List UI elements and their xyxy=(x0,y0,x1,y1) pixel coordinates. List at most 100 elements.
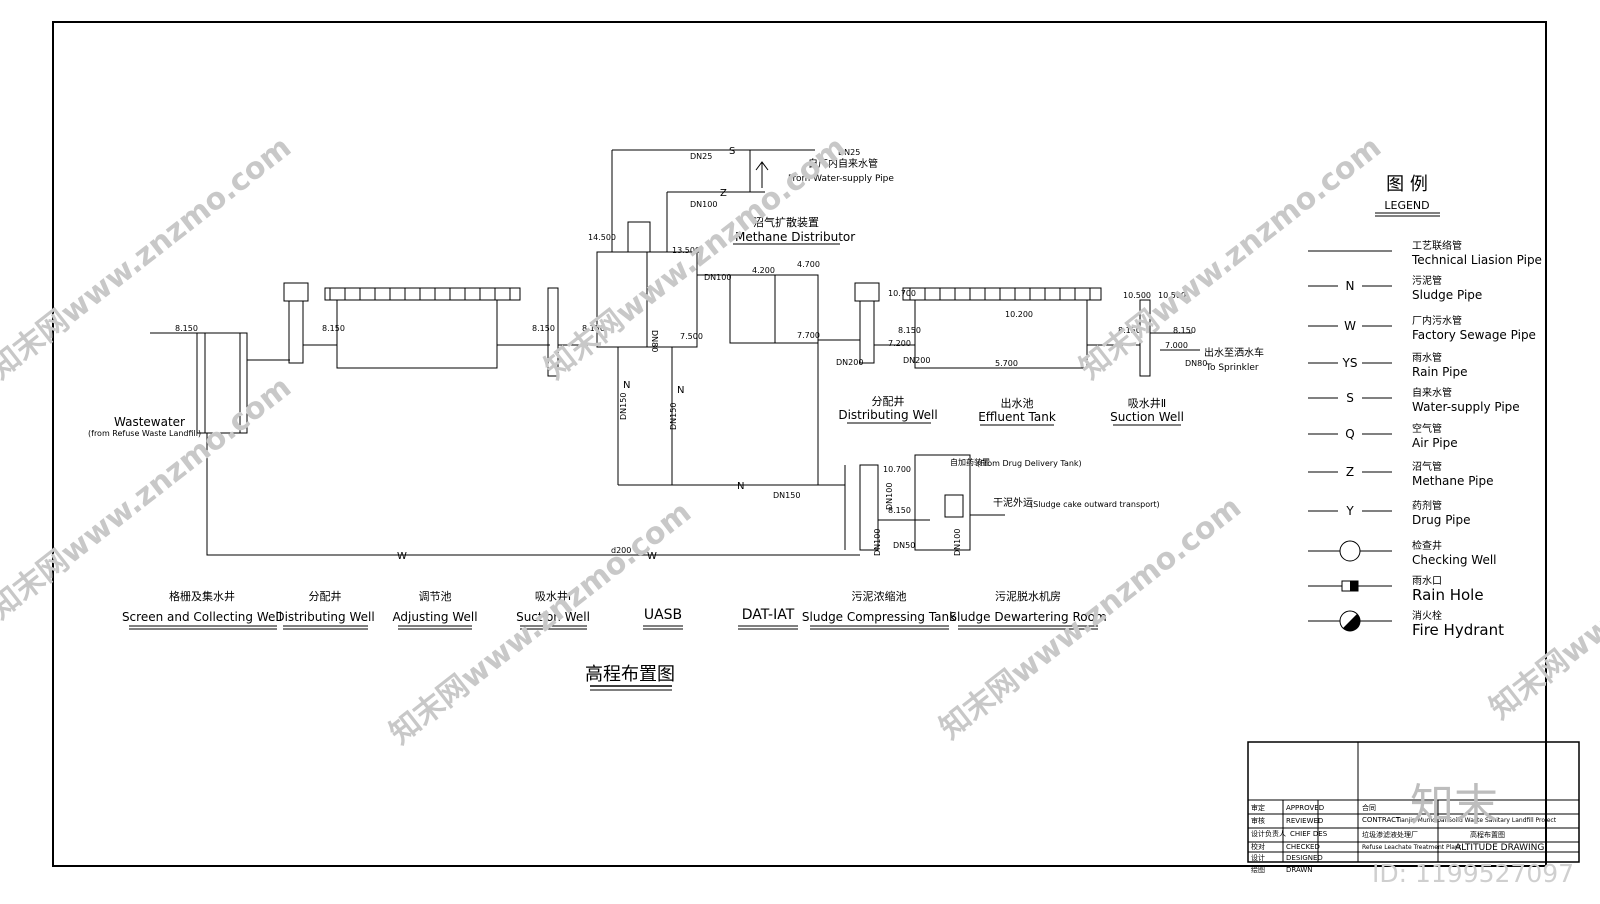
legend-code: YS xyxy=(1342,356,1358,370)
elevation: 7.000 xyxy=(1165,341,1188,350)
tb-role-en: DRAWN xyxy=(1286,866,1313,874)
pipe-size: DN200 xyxy=(903,356,930,365)
elevation: 8.150 xyxy=(888,506,911,515)
tb-role-en: APPROVED xyxy=(1286,804,1324,812)
diagram-annotations: Wastewater (from Refuse Waste Landfill) … xyxy=(88,157,1264,509)
methane-distributor-en: Methane Distributor xyxy=(735,230,855,244)
tb-drawing-cn: 高程布置图 xyxy=(1470,830,1505,839)
elevation-labels: 8.150 8.150 8.150 8.150 14.500 13.500 7.… xyxy=(175,233,1196,515)
pipe-code: N xyxy=(623,380,630,391)
legend-label-cn: 空气管 xyxy=(1412,422,1442,435)
drug-delivery-en: (From Drug Delivery Tank) xyxy=(977,459,1082,468)
tb-role-cn: 设计负责人 xyxy=(1251,829,1286,838)
pipe-size: DN80 xyxy=(650,330,659,352)
elevation: 13.500 xyxy=(672,246,700,255)
upper-unit-en: Effluent Tank xyxy=(978,410,1056,424)
tb-contract-en: CONTRACT xyxy=(1362,816,1401,824)
pipe-size: DN50 xyxy=(893,541,915,550)
elevation: 8.150 xyxy=(582,324,605,333)
legend-label-en: Checking Well xyxy=(1412,553,1497,567)
legend-label-cn: 消火栓 xyxy=(1412,609,1442,622)
legend-code: Z xyxy=(1346,465,1354,479)
pipe-size: DN80 xyxy=(1185,359,1207,368)
unit-en: Distributing Well xyxy=(275,610,374,624)
elevation: 7.500 xyxy=(680,332,703,341)
sludge-cake-en: (Sludge cake outward transport) xyxy=(1030,500,1160,509)
elevation: 10.700 xyxy=(883,465,911,474)
upper-unit-captions: 分配井 Distributing Well 出水池 Effluent Tank … xyxy=(838,394,1184,426)
unit-en: DAT-IAT xyxy=(742,607,795,623)
pipe-size: DN150 xyxy=(619,393,628,420)
legend-label-en: Rain Pipe xyxy=(1412,365,1468,379)
legend-label-en: Air Pipe xyxy=(1412,436,1458,450)
collecting-well-shape xyxy=(196,332,248,434)
water-supply-cn: 自厂内自来水管 xyxy=(808,157,878,170)
pipe-size-labels: DN25 DN25 DN100 DN100 DN80 DN200 DN200 D… xyxy=(611,148,1207,556)
suction-well-1-shape xyxy=(547,287,559,377)
elevation: 4.200 xyxy=(752,266,775,275)
unit-cn: 调节池 xyxy=(419,590,452,603)
elevation: 8.150 xyxy=(322,324,345,333)
unit-en: Adjusting Well xyxy=(392,610,477,624)
title-block-text: 审定 APPROVED 审核 REVIEWED 设计负责人 CHIEF DES … xyxy=(1251,803,1557,874)
pipe-size: DN25 xyxy=(690,152,712,161)
elevation: 8.150 xyxy=(1118,326,1141,335)
legend-label-cn: 沼气管 xyxy=(1412,460,1442,473)
elevation: 10.500 xyxy=(1158,291,1186,300)
unit-cn: 吸水井Ⅰ xyxy=(535,589,571,603)
sprinkler-cn: 出水至洒水车 xyxy=(1204,346,1264,359)
tb-role-en: REVIEWED xyxy=(1286,817,1323,825)
pipe-size: DN100 xyxy=(690,200,717,209)
legend-label-en: Technical Liasion Pipe xyxy=(1411,253,1542,267)
pipe-size: d200 xyxy=(611,546,631,555)
legend-label-en: Rain Hole xyxy=(1412,586,1484,604)
upper-unit-cn: 吸水井Ⅱ xyxy=(1128,396,1166,410)
legend-label-cn: 检查井 xyxy=(1412,539,1442,552)
tb-project-en: Tianjin Municipal Solid Waste Sanitary L… xyxy=(1395,817,1557,824)
elevation: 5.700 xyxy=(995,359,1018,368)
pipe-size: DN150 xyxy=(773,491,800,500)
pipe-size: DN100 xyxy=(885,483,894,510)
unit-captions: 格栅及集水井 Screen and Collecting Well 分配井 Di… xyxy=(122,589,1107,630)
pipe-size: DN150 xyxy=(669,403,678,430)
legend-label-en: Drug Pipe xyxy=(1412,513,1471,527)
tb-plant-en: Refuse Leachate Treatment Plant xyxy=(1362,844,1462,851)
wastewater-source-label: (from Refuse Waste Landfill) xyxy=(88,429,201,438)
pipe-size: DN25 xyxy=(838,148,860,157)
wastewater-label: Wastewater xyxy=(114,415,185,429)
legend-title-en: LEGEND xyxy=(1384,199,1429,212)
legend-code: N xyxy=(1346,279,1355,293)
legend: 图 例 LEGEND xyxy=(1375,174,1440,217)
unit-en: Sludge Compressing Tank xyxy=(802,610,956,624)
watermark-id: ID: 1199527097 xyxy=(1372,859,1574,888)
tb-plant-cn: 垃圾渗滤液处理厂 xyxy=(1362,830,1418,839)
checking-well-icon xyxy=(1339,540,1361,562)
elevation: 7.700 xyxy=(797,331,820,340)
tb-role-cn: 设计 xyxy=(1251,853,1265,862)
upper-unit-en: Suction Well xyxy=(1110,410,1184,424)
pipe-code: N xyxy=(677,385,684,396)
elevation: 7.200 xyxy=(888,339,911,348)
legend-title-cn: 图 例 xyxy=(1386,174,1428,195)
tb-role-cn: 校对 xyxy=(1251,842,1265,851)
legend-label-cn: 工艺联络管 xyxy=(1412,239,1462,252)
tb-role-cn: 审定 xyxy=(1251,803,1265,812)
unit-en: UASB xyxy=(644,607,682,623)
pipe-code: Z xyxy=(720,188,727,199)
unit-cn: 分配井 xyxy=(309,589,342,603)
tb-role-en: CHECKED xyxy=(1286,843,1320,851)
elevation: 8.150 xyxy=(532,324,555,333)
sprinkler-en: To Sprinkler xyxy=(1205,363,1259,373)
upper-unit-cn: 出水池 xyxy=(1001,396,1034,410)
elevation: 10.700 xyxy=(888,289,916,298)
unit-en: Screen and Collecting Well xyxy=(122,610,282,624)
watermark-text: 知末网www.znzmo.com xyxy=(0,130,298,387)
